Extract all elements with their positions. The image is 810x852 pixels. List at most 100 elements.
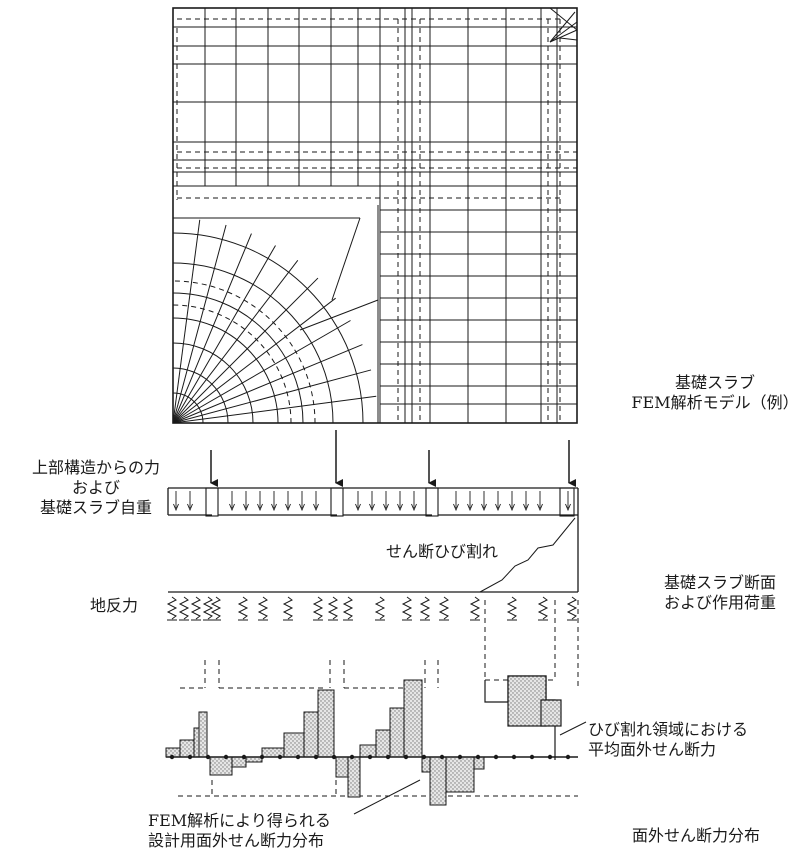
baseline-node — [457, 754, 463, 760]
load-arrow-head — [411, 503, 417, 512]
column-load-arrows — [210, 430, 576, 487]
spring-icon — [312, 596, 324, 620]
fem-model-caption: 基礎スラブ FEM解析モデル（例） — [620, 373, 810, 413]
label-line: ひび割れ領域における — [588, 720, 749, 739]
mesh-line — [331, 217, 361, 301]
spring-icon — [537, 596, 549, 620]
load-arrow-head — [257, 503, 263, 512]
load-arrow-head — [509, 503, 515, 512]
baseline-node — [547, 754, 553, 760]
radial-line — [172, 369, 372, 424]
fem-mesh-model — [172, 7, 578, 424]
baseline-node — [529, 754, 535, 760]
load-arrow-head — [369, 503, 375, 512]
radial-line — [172, 219, 201, 424]
spring-icon — [401, 596, 413, 620]
design-shear-leader — [353, 779, 421, 815]
radial-line — [172, 320, 351, 424]
spring-icon — [282, 596, 294, 620]
ground-reaction-springs — [166, 596, 578, 621]
spring-icon — [506, 596, 518, 620]
spring-icon — [237, 596, 249, 620]
shear-block — [389, 707, 405, 758]
caption-line: 基礎スラブ — [674, 373, 755, 392]
shear-block — [429, 756, 447, 806]
shear-block — [445, 756, 475, 793]
shear-crack-label: せん断ひび割れ — [386, 542, 499, 561]
load-arrow-head — [187, 503, 193, 512]
radial-line — [172, 233, 252, 424]
load-arrow-head — [285, 503, 291, 512]
caption-line: および作用荷重 — [663, 593, 776, 612]
load-arrow-head — [565, 503, 571, 512]
spring-icon — [469, 596, 481, 620]
shear-block — [375, 729, 391, 758]
baseline-node — [277, 754, 283, 760]
baseline-node — [511, 754, 517, 760]
load-arrow-head — [495, 503, 501, 512]
radial-line — [172, 224, 227, 424]
baseline-node — [349, 754, 355, 760]
label-line: 設計用面外せん断力分布 — [148, 831, 325, 850]
slab-section — [166, 430, 579, 621]
load-arrow-head — [313, 503, 319, 512]
baseline-node — [295, 754, 301, 760]
caption-line: FEM解析モデル（例） — [631, 393, 799, 412]
spring-icon — [419, 596, 431, 620]
baseline-node — [421, 754, 427, 760]
shear-block — [283, 732, 305, 758]
spring-icon — [257, 596, 269, 620]
baseline-node — [565, 754, 571, 760]
shear-block — [403, 679, 423, 758]
baseline-node — [493, 754, 499, 760]
shear-block — [359, 744, 377, 758]
label-line: 平均面外せん断力 — [588, 740, 717, 759]
baseline-node — [205, 754, 211, 760]
spring-icon — [178, 596, 190, 620]
label-line: 上部構造からの力 — [31, 458, 160, 477]
self-weight-arrows — [173, 491, 571, 512]
load-arrow-head — [383, 503, 389, 512]
spring-icon — [166, 596, 178, 620]
shear-block — [209, 756, 233, 776]
baseline-node — [169, 754, 175, 760]
design-shear-distribution — [165, 679, 485, 806]
loads-label: 上部構造からの力 および 基礎スラブ自重 — [6, 458, 186, 518]
radial-line — [172, 260, 299, 424]
mesh-line — [299, 299, 379, 331]
shear-block — [347, 756, 361, 798]
shear-block — [198, 711, 208, 758]
baseline-node — [385, 754, 391, 760]
baseline-node — [187, 754, 193, 760]
baseline-node — [439, 754, 445, 760]
spring-icon — [327, 596, 339, 620]
caption-line: 基礎スラブ断面 — [663, 573, 776, 592]
spring-icon — [202, 596, 214, 620]
shear-block — [317, 689, 335, 758]
baseline-node — [367, 754, 373, 760]
spring-icon — [190, 596, 202, 620]
radial-line — [172, 297, 336, 424]
label-line: および — [71, 478, 120, 497]
spring-icon — [374, 596, 386, 620]
shear-distribution-caption: 面外せん断力分布 — [632, 826, 761, 845]
spring-icon — [210, 596, 222, 620]
design-shear-label: FEM解析により得られる 設計用面外せん断力分布 — [148, 811, 331, 851]
shear-crack-line — [479, 517, 576, 593]
load-arrow-head — [523, 503, 529, 512]
section-caption: 基礎スラブ断面 および作用荷重 — [630, 573, 810, 613]
label-line: FEM解析により得られる — [148, 811, 331, 830]
baseline-node — [241, 754, 247, 760]
radial-line — [172, 344, 363, 424]
load-arrow-head — [271, 503, 277, 512]
average-shear-label: ひび割れ領域における 平均面外せん断力 — [588, 720, 748, 760]
load-arrow-head — [173, 503, 179, 512]
label-line: 基礎スラブ自重 — [39, 498, 152, 517]
radial-line — [172, 277, 319, 424]
radial-line — [172, 245, 276, 424]
baseline-node — [223, 754, 229, 760]
load-arrow-head — [299, 503, 305, 512]
baseline-node — [475, 754, 481, 760]
spring-icon — [342, 596, 354, 620]
radial-line — [172, 395, 377, 424]
